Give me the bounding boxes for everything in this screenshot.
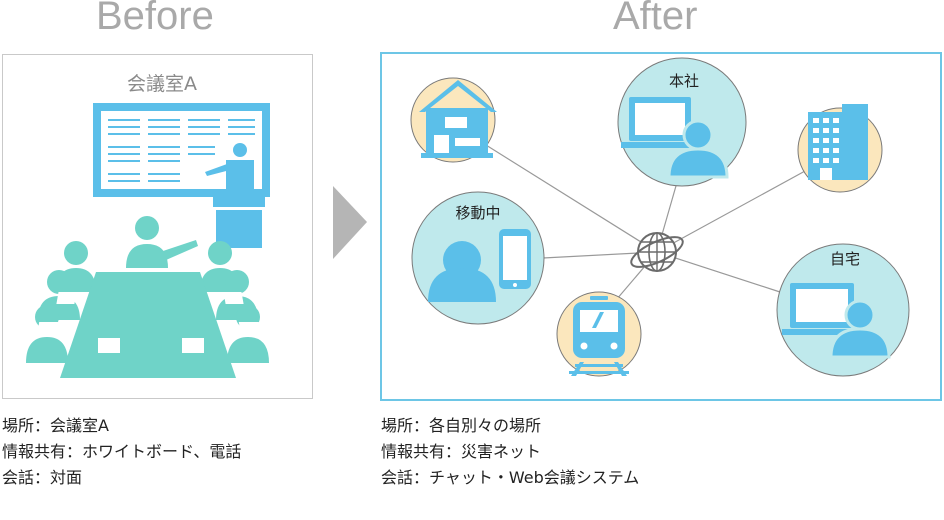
house-node (410, 77, 497, 163)
room-label: 会議室A (127, 73, 197, 95)
after-description: 場所：各自別々の場所 情報共有：災害ネット 会話：チャット・Web会議システム (381, 413, 639, 491)
head-office-label: 本社 (669, 72, 699, 90)
smartphone-icon (499, 229, 531, 289)
after-conversation: 会話：チャット・Web会議システム (381, 468, 640, 487)
after-title: After (613, 0, 698, 38)
house-icon (419, 80, 497, 158)
train-node (556, 291, 642, 377)
mobile-node: 移動中 (411, 191, 545, 325)
before-title: Before (96, 0, 214, 38)
conference-table-icon (26, 216, 269, 378)
head-office-node: 本社 (617, 57, 747, 187)
after-info-sharing: 情報共有：災害ネット (381, 442, 542, 461)
globe-icon (630, 232, 684, 272)
after-location: 場所：各自別々の場所 (381, 416, 542, 435)
building-icon (808, 104, 868, 180)
laptop-icon (621, 97, 699, 148)
before-info-sharing: 情報共有：ホワイトボード、電話 (2, 442, 242, 461)
before-panel (2, 54, 313, 399)
before-description: 場所：会議室A 情報共有：ホワイトボード、電話 会話：対面 (2, 413, 241, 491)
train-icon (569, 296, 629, 376)
laptop-icon (782, 283, 862, 335)
person-icon (667, 119, 729, 179)
mobile-label: 移動中 (455, 204, 500, 222)
before-location: 場所：会議室A (2, 416, 109, 435)
home-label: 自宅 (830, 250, 860, 268)
before-conversation: 会話：対面 (2, 468, 83, 487)
building-node (797, 104, 883, 193)
arrow-right-icon (333, 186, 367, 259)
person-icon (829, 299, 891, 359)
person-icon (428, 241, 496, 302)
home-node: 自宅 (776, 243, 910, 377)
after-panel (380, 52, 942, 401)
